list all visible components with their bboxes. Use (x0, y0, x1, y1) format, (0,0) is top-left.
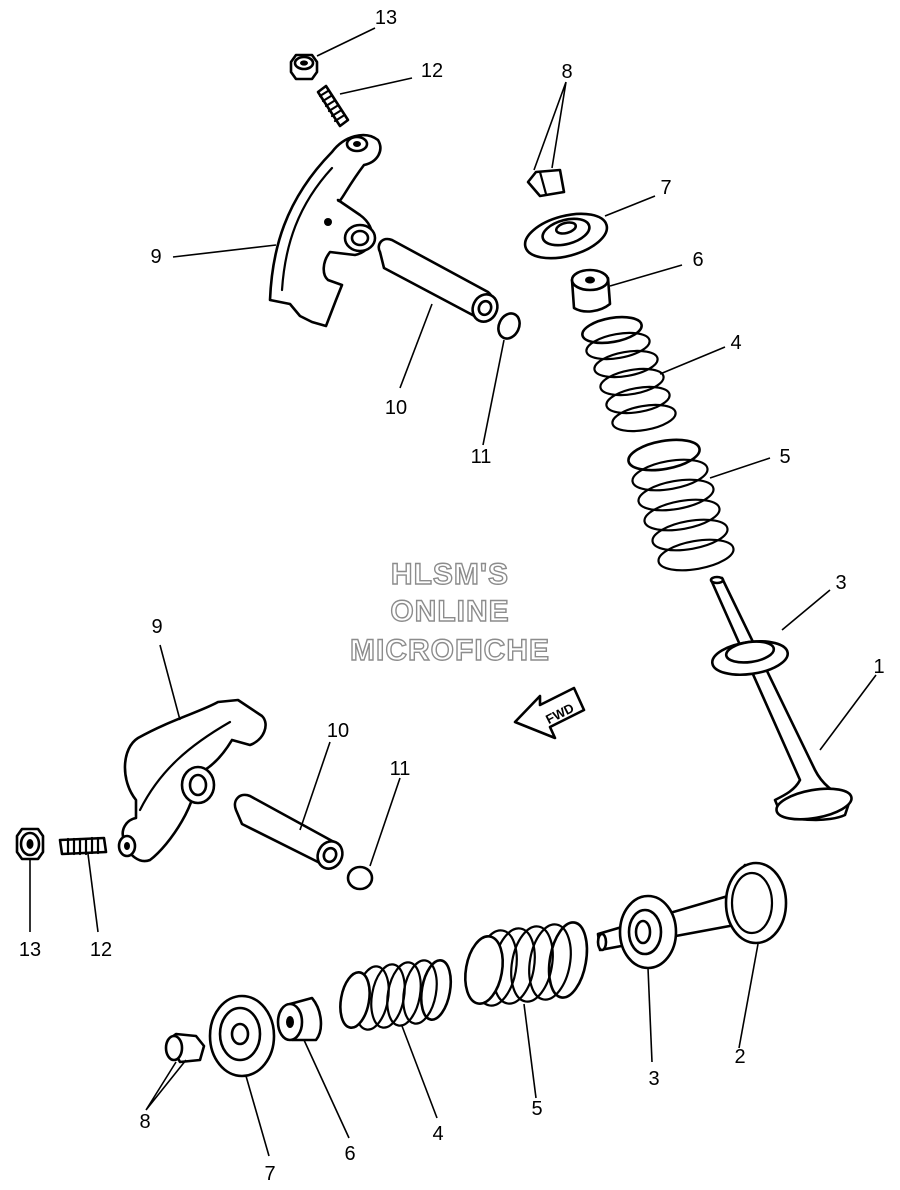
callout-2-bottom: 2 (734, 1046, 745, 1068)
callout-8-bottom: 8 (139, 1111, 150, 1133)
leader-lines (29, 27, 877, 1157)
part-13-nut-bottom (15, 827, 45, 861)
callouts-bottom: 9 10 11 13 12 8 7 6 4 5 3 2 (19, 616, 746, 1185)
callout-1-top: 1 (873, 656, 884, 678)
callout-7-top: 7 (660, 177, 671, 199)
callout-9-bottom: 9 (151, 616, 162, 638)
part-7-retainer-top (523, 212, 609, 260)
part-6-stem-seal-top (570, 268, 612, 313)
callout-3-top: 3 (835, 572, 846, 594)
part-1-valve-top (709, 575, 853, 822)
callout-5-top: 5 (779, 446, 790, 468)
part-5-outer-spring-bottom (464, 921, 589, 1007)
part-9-rocker-arm-top (268, 133, 382, 328)
callouts-top: 13 12 8 7 6 4 5 3 1 9 10 11 (150, 7, 884, 678)
callout-13-bottom: 13 (19, 939, 41, 961)
part-12-adjuster-top (316, 84, 350, 128)
watermark-line-1: HLSM'S (391, 558, 509, 591)
part-5-outer-spring-top (627, 438, 735, 572)
part-7-retainer-bottom (208, 994, 276, 1078)
callout-8-top: 8 (561, 61, 572, 83)
callout-11-bottom: 11 (390, 758, 411, 780)
watermark-line-3: MICROFICHE (350, 634, 550, 667)
watermark: HLSM'S ONLINE MICROFICHE (349, 557, 550, 667)
part-10-shaft-top (377, 237, 499, 323)
callout-4-bottom: 4 (432, 1123, 443, 1145)
part-6-stem-seal-bottom (276, 996, 323, 1042)
part-10-shaft-bottom (233, 793, 344, 870)
part-3-spring-seat-bottom (618, 894, 678, 970)
callout-7-bottom: 7 (264, 1163, 275, 1185)
callout-12-top: 12 (421, 60, 443, 82)
part-9-rocker-arm-bottom (117, 698, 267, 863)
callout-13-top: 13 (375, 7, 397, 29)
part-11-o-ring-top (497, 312, 521, 340)
callout-10-top: 10 (385, 397, 407, 419)
callout-5-bottom: 5 (531, 1098, 542, 1120)
callout-10-bottom: 10 (327, 720, 349, 742)
callout-3-bottom: 3 (648, 1068, 659, 1090)
part-3-spring-seat-top (711, 639, 789, 677)
watermark-line-2: ONLINE (390, 595, 509, 628)
part-8-cotter-top (526, 168, 566, 198)
callout-4-top: 4 (730, 332, 741, 354)
part-8-cotter-bottom (164, 1032, 206, 1064)
part-13-nut-top (289, 53, 319, 81)
callout-12-bottom: 12 (90, 939, 112, 961)
callout-11-top: 11 (471, 446, 492, 468)
callout-6-top: 6 (692, 249, 703, 271)
part-4-inner-spring-top (581, 315, 677, 433)
part-4-inner-spring-bottom (339, 959, 453, 1031)
part-11-o-ring-bottom (346, 865, 374, 891)
fwd-arrow-icon: FWD (513, 686, 586, 740)
callout-6-bottom: 6 (344, 1143, 355, 1165)
callout-9-top: 9 (150, 246, 161, 268)
part-12-adjuster-bottom (58, 836, 108, 856)
